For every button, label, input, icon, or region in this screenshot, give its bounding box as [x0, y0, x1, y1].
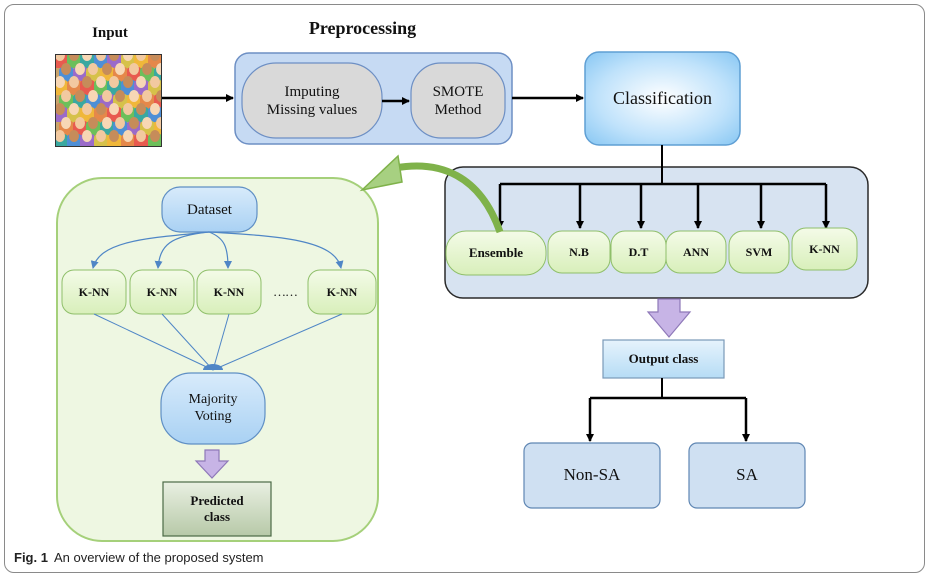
sa-label: SA: [736, 465, 758, 485]
voting-box: [160, 372, 266, 445]
classifier-knn-box: [791, 227, 858, 271]
nonsa-label: Non-SA: [563, 465, 621, 485]
predicted-label: Predicted class: [190, 493, 244, 524]
classifier-knn-label: K-NN: [809, 241, 840, 256]
imputing-label: Imputing Missing values: [266, 83, 358, 118]
output-class-box: [602, 339, 725, 379]
classifier-svm-box: [728, 230, 790, 274]
predicted-down-arrow: [194, 449, 230, 479]
dataset-arrows: [90, 231, 344, 269]
classifier-nb-box: [547, 230, 611, 274]
predicted-box: [162, 481, 272, 537]
nonsa-box: [523, 442, 661, 509]
classifier-dt-label: D.T: [628, 244, 649, 259]
knn-label-3: K-NN: [213, 284, 245, 299]
sa-box: [688, 442, 806, 509]
ensemble-curve-arrow: [394, 162, 504, 234]
ensemble-panel: [56, 177, 379, 542]
preprocessing-title: Preprocessing: [308, 18, 417, 39]
caption-text: An overview of the proposed system: [53, 550, 264, 565]
classifier-ann-box: [665, 230, 727, 274]
voting-lines: [93, 313, 343, 371]
ensemble-curve-head: [359, 154, 403, 192]
classifier-arrows: [496, 184, 830, 229]
figure-caption: Fig. 1 An overview of the proposed system: [14, 550, 264, 565]
crowd-of-people-image: [55, 54, 162, 147]
classifier-ensemble-label: Ensemble: [468, 245, 524, 261]
figure-frame: [4, 4, 925, 573]
output-class-label: Output class: [628, 351, 699, 367]
classifier-svm-label: SVM: [745, 244, 773, 259]
knn-label-2: K-NN: [146, 284, 178, 299]
classifier-ann-label: ANN: [683, 244, 709, 259]
knn-label-1: K-NN: [78, 284, 110, 299]
smote-label: SMOTE Method: [432, 83, 484, 118]
output-down-arrow: [646, 298, 692, 338]
knn-label-4: K-NN: [326, 284, 358, 299]
voting-junction: [203, 364, 223, 370]
voting-label: Majority Voting: [188, 391, 238, 424]
classification-label: Classification: [613, 87, 712, 108]
classifier-nb-label: N.B: [569, 244, 589, 259]
knn-ellipsis: ……: [273, 284, 298, 300]
smote-box: [410, 62, 506, 139]
input-title: Input: [92, 25, 128, 41]
caption-label: Fig. 1: [14, 550, 48, 565]
dataset-label: Dataset: [187, 201, 232, 218]
